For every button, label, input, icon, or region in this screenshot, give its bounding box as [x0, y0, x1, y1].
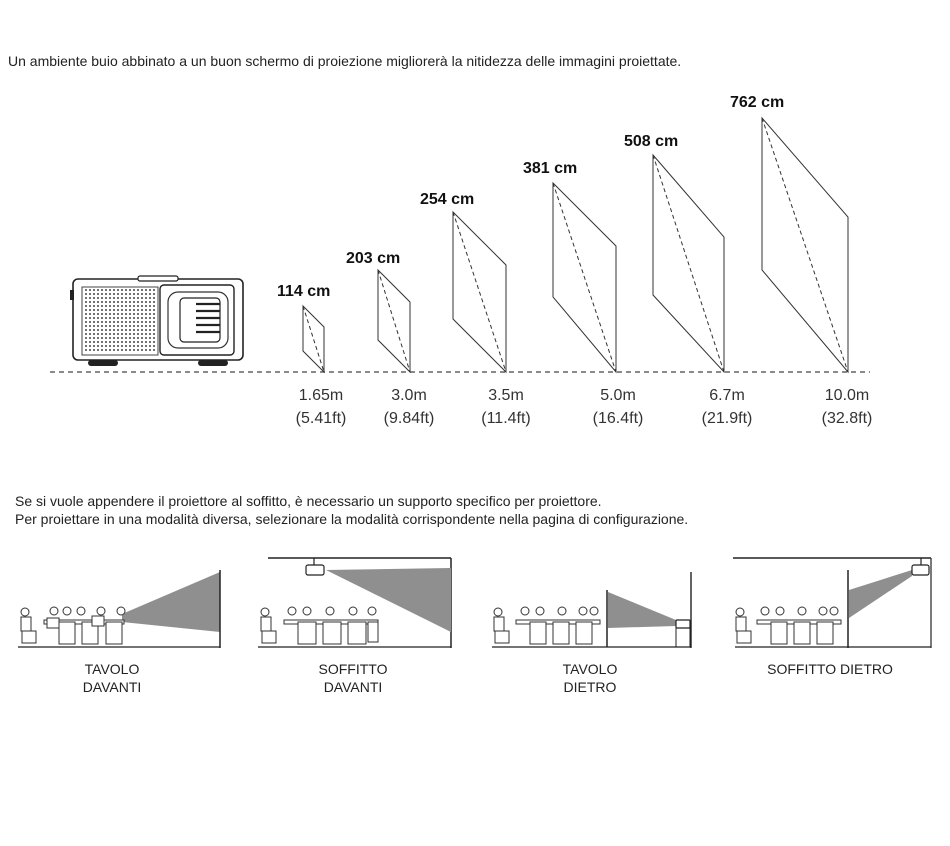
distance-label: 10.0m (32.8ft)	[807, 384, 887, 430]
screen-size-label: 254 cm	[420, 191, 475, 208]
distance-label: 5.0m (16.4ft)	[578, 384, 658, 430]
screen-size-label: 114 cm	[277, 283, 331, 300]
distance-m: 10.0m	[824, 387, 870, 404]
screen-size-label: 203 cm	[346, 250, 401, 267]
mode-label-ceiling-rear: SOFFITTO DIETRO	[767, 661, 893, 677]
projector-icon	[70, 275, 244, 366]
screen-size-label: 381 cm	[523, 160, 578, 177]
screen-762	[761, 116, 849, 374]
distance-m: 3.5m	[488, 387, 524, 404]
mode-ceiling-front-diagram	[258, 557, 452, 648]
distance-ft: (11.4ft)	[481, 410, 531, 427]
distance-m: 6.7m	[709, 387, 745, 404]
mode-label-rear-table: TAVOLO DIETRO	[562, 661, 618, 695]
distance-label: 1.65m (5.41ft)	[281, 384, 361, 430]
screen-size-label: 762 cm	[730, 94, 785, 111]
distance-m: 5.0m	[600, 387, 636, 404]
screen-203	[377, 268, 411, 374]
distance-ft: (32.8ft)	[821, 410, 873, 427]
intro-text: Un ambiente buio abbinato a un buon sche…	[8, 53, 682, 69]
screen-114	[302, 304, 325, 374]
mount-note-1: Se si vuole appendere il proiettore al s…	[15, 493, 602, 509]
mode-label-ceiling-front: SOFFITTO DAVANTI	[318, 661, 388, 695]
distance-ft: (16.4ft)	[592, 410, 644, 427]
mode-rear-table-diagram	[492, 572, 692, 648]
distance-label: 6.7m (21.9ft)	[687, 384, 767, 430]
screen-381	[552, 181, 617, 374]
distance-m: 3.0m	[391, 387, 427, 404]
distance-ft: (9.84ft)	[383, 410, 435, 427]
screen-508	[652, 153, 725, 374]
mode-label-front-table: TAVOLO DAVANTI	[82, 661, 142, 695]
screen-size-label: 508 cm	[624, 133, 679, 150]
mode-front-table-diagram	[18, 570, 221, 648]
distance-ft: (21.9ft)	[701, 410, 753, 427]
distance-m: 1.65m	[298, 387, 344, 404]
mode-ceiling-rear-diagram	[733, 557, 932, 648]
screen-254	[452, 210, 507, 374]
mount-note-2: Per proiettare in una modalità diversa, …	[15, 511, 689, 527]
distance-label: 3.5m (11.4ft)	[466, 384, 546, 430]
distance-ft: (5.41ft)	[295, 410, 347, 427]
distance-label: 3.0m (9.84ft)	[369, 384, 449, 430]
